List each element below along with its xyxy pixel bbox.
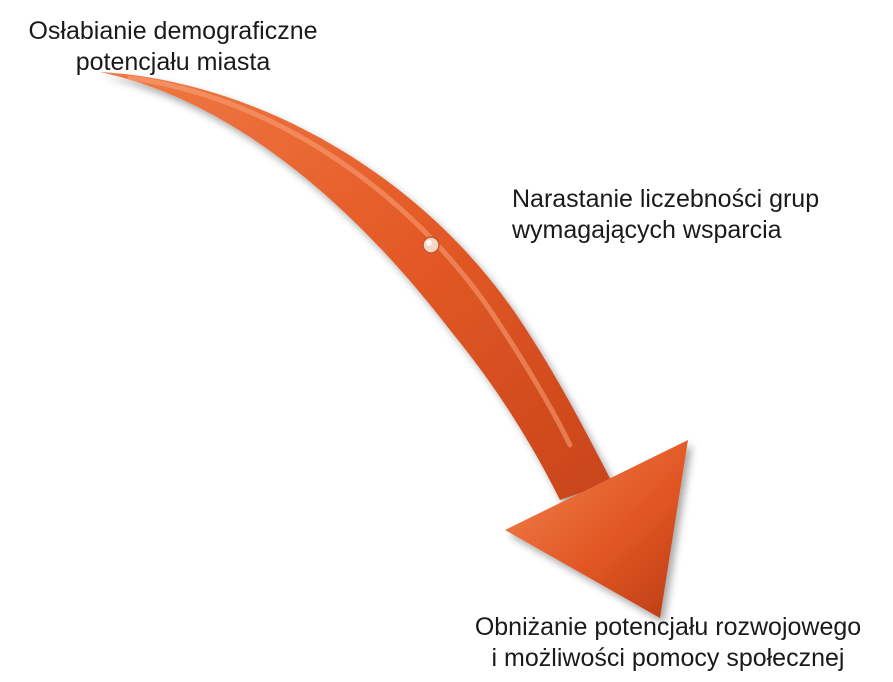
arrow-shaft bbox=[100, 72, 612, 500]
middle-label-line1: Narastanie liczebności grup bbox=[512, 185, 820, 213]
arrow-highlight bbox=[127, 75, 573, 448]
middle-label-line2: wymagających wsparcia bbox=[512, 216, 782, 244]
label-development-decline: Obniżanie potencjału rozwojowego i możli… bbox=[448, 612, 888, 674]
top-label-line2: potencjału miasta bbox=[75, 48, 271, 76]
label-growing-support-groups: Narastanie liczebności grup wymagających… bbox=[512, 184, 819, 246]
label-demographic-weakening: Osłabianie demograficzne potencjału mias… bbox=[8, 16, 338, 78]
arrow-head bbox=[505, 440, 688, 618]
bottom-label-line2: i możliwości pomocy społecznej bbox=[491, 644, 845, 672]
bottom-label-line1: Obniżanie potencjału rozwojowego bbox=[474, 613, 862, 641]
top-label-line1: Osłabianie demograficzne bbox=[28, 17, 318, 45]
